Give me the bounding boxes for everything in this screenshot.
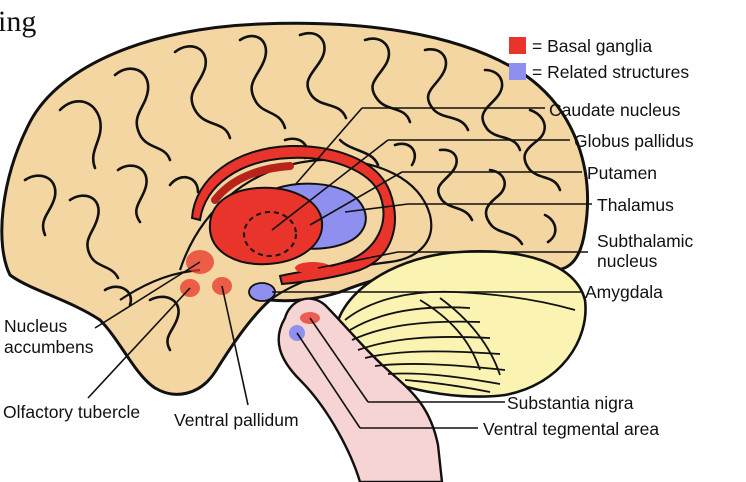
subthalamic-nucleus <box>295 262 331 274</box>
cortical-folds <box>23 32 562 352</box>
diagram-heading: ing <box>0 5 36 38</box>
legend-swatch-basal-ganglia <box>509 37 526 54</box>
label-substantia-nigra: Substantia nigra <box>507 393 634 413</box>
label-olfactory-tubercle: Olfactory tubercle <box>3 402 140 422</box>
label-globus-pallidus: Globus pallidus <box>574 131 694 151</box>
label-subthalamic-2: nucleus <box>597 251 658 271</box>
legend-swatch-related <box>509 63 526 80</box>
label-nucleus-accumbens-2: accumbens <box>4 337 94 357</box>
legend-label-basal-ganglia: = Basal ganglia <box>532 36 652 56</box>
label-caudate-nucleus: Caudate nucleus <box>549 100 681 120</box>
label-subthalamic: Subthalamic <box>597 231 694 251</box>
label-nucleus-accumbens: Nucleus <box>4 316 67 336</box>
globus-pallidus <box>243 211 297 257</box>
structure-labels: Caudate nucleus Globus pallidus Putamen … <box>3 100 694 439</box>
putamen <box>208 186 324 266</box>
label-ventral-tegmental-area: Ventral tegmental area <box>483 419 659 439</box>
legend-label-related: = Related structures <box>532 62 689 82</box>
label-putamen: Putamen <box>587 163 657 183</box>
label-amygdala: Amygdala <box>585 282 663 302</box>
legend: = Basal ganglia = Related structures <box>509 36 689 82</box>
leader-lines <box>87 107 592 429</box>
amygdala <box>248 282 276 302</box>
caudate-shading <box>211 162 294 204</box>
label-ventral-pallidum: Ventral pallidum <box>174 410 299 430</box>
label-thalamus: Thalamus <box>597 195 674 215</box>
